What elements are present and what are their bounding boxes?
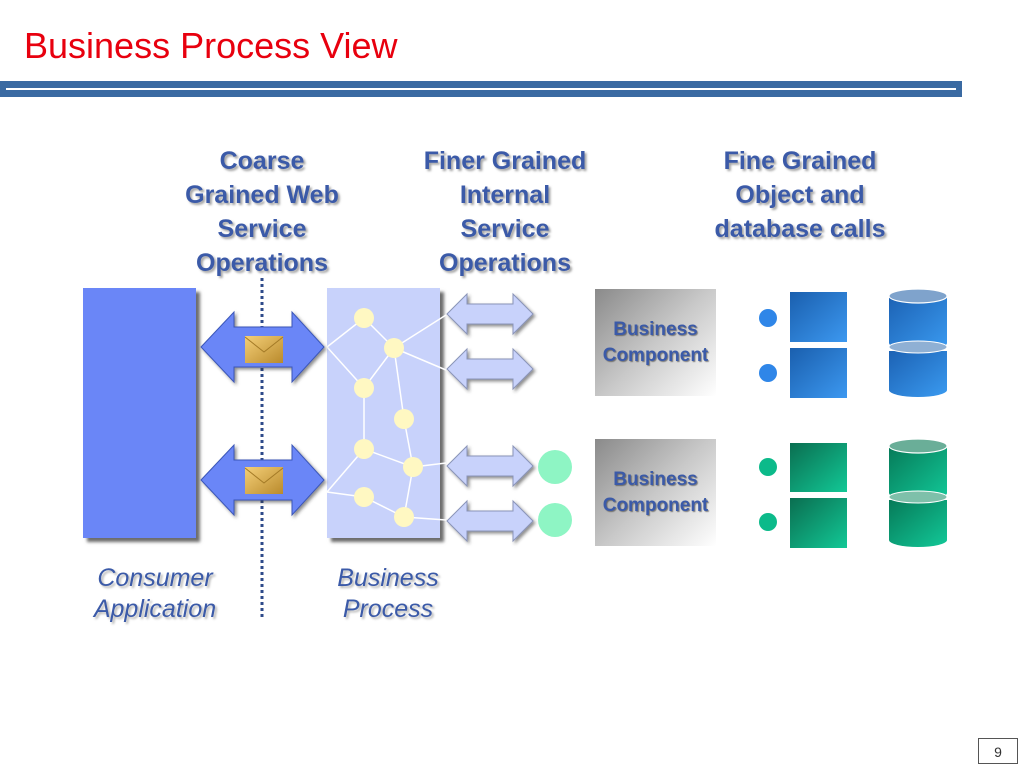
process-node	[354, 439, 374, 459]
label-line: Component	[602, 344, 709, 366]
service-endpoint-dot	[538, 503, 572, 537]
business-component-blue: Business Component	[595, 289, 716, 396]
consumer-application-box	[83, 288, 196, 538]
heading-line: Grained Web	[185, 181, 339, 209]
object-call-dot	[759, 309, 777, 327]
heading-line: Object and	[735, 181, 865, 209]
object-square-icon	[790, 348, 847, 398]
business-process-box	[327, 288, 440, 538]
process-node	[354, 378, 374, 398]
heading-line: Service	[460, 215, 550, 243]
business-component-label: Business Component	[603, 317, 709, 369]
heading-line: Finer Grained	[423, 147, 587, 175]
heading-line: Fine Grained	[723, 147, 877, 175]
heading-finer-grained: Finer Grained Internal Service Operation…	[400, 144, 610, 280]
caption-consumer-application: Consumer Application	[70, 563, 240, 625]
caption-line: Application	[93, 595, 217, 623]
object-call-dot	[759, 364, 777, 382]
heading-line: Coarse	[219, 147, 305, 175]
process-node	[394, 507, 414, 527]
internal-arrows	[446, 292, 534, 543]
heading-line: Service	[217, 215, 307, 243]
heading-fine-grained: Fine Grained Object and database calls	[690, 144, 910, 246]
database-icon	[888, 438, 948, 547]
process-node	[354, 487, 374, 507]
double-arrow-icon	[446, 444, 534, 488]
page-number: 9	[978, 738, 1018, 764]
service-endpoint-dot	[538, 450, 572, 484]
heading-line: database calls	[714, 215, 886, 243]
database-icon	[888, 288, 948, 397]
heading-coarse-grained: Coarse Grained Web Service Operations	[160, 144, 364, 280]
caption-line: Process	[342, 595, 434, 623]
object-square-icon	[790, 498, 847, 548]
label-line: Business	[613, 468, 698, 490]
title-divider	[0, 81, 962, 97]
process-node	[384, 338, 404, 358]
process-node	[394, 409, 414, 429]
caption-business-process: Business Process	[313, 563, 463, 625]
object-call-dot	[759, 458, 777, 476]
business-component-label: Business Component	[603, 467, 709, 519]
double-arrow-icon	[446, 347, 534, 391]
object-square-icon	[790, 292, 847, 342]
process-node	[354, 308, 374, 328]
slide-title: Business Process View	[24, 25, 398, 66]
object-square-icon	[790, 443, 847, 492]
envelope-icon	[244, 467, 284, 494]
caption-line: Consumer	[97, 564, 213, 592]
business-component-green: Business Component	[595, 439, 716, 546]
double-arrow-icon	[446, 499, 534, 543]
process-network-nodes	[354, 308, 423, 527]
heading-line: Operations	[196, 249, 328, 277]
envelope-icon	[244, 336, 284, 363]
heading-line: Operations	[439, 249, 571, 277]
label-line: Component	[602, 494, 709, 516]
double-arrow-icon	[446, 292, 534, 336]
object-call-dot	[759, 513, 777, 531]
heading-line: Internal	[459, 181, 551, 209]
title-divider-highlight	[6, 88, 956, 90]
caption-line: Business	[337, 564, 439, 592]
label-line: Business	[613, 318, 698, 340]
process-node	[403, 457, 423, 477]
